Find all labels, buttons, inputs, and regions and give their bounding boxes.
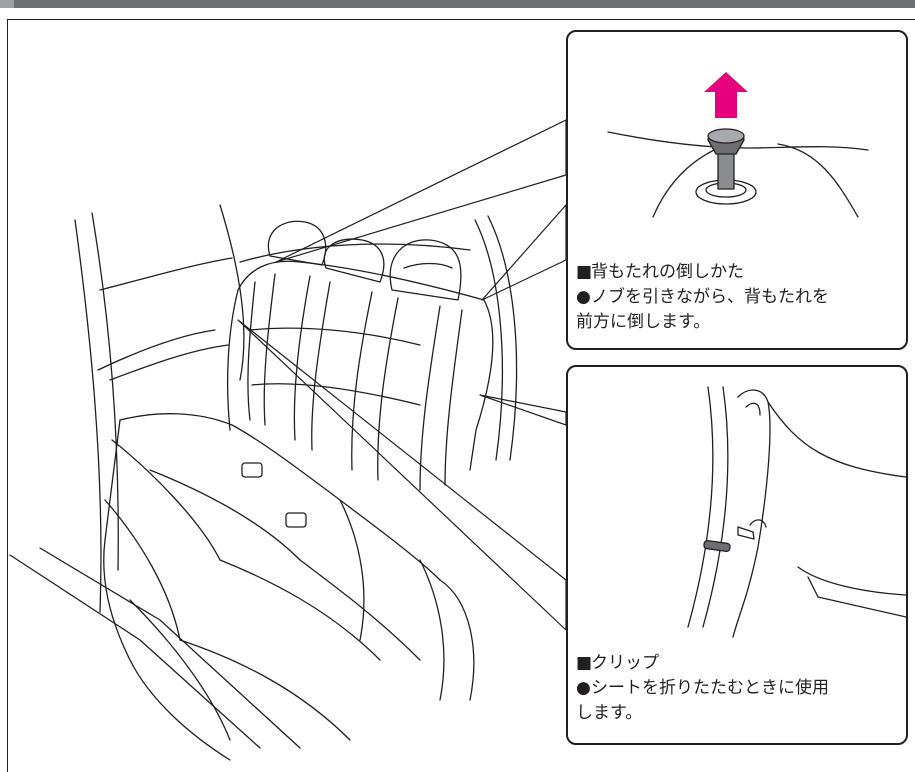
clip-bullet-text: シートを折りたたむときに使用 [591, 678, 829, 698]
recline-callout: ■背もたれの倒しかた ●ノブを引きながら、背もたれを 前方に倒します。 [566, 30, 908, 350]
headrests [267, 220, 462, 301]
square-icon: ■ [576, 653, 593, 673]
recline-bullet-cont: 前方に倒します。 [576, 312, 711, 332]
recline-bullet: ●ノブを引きながら、背もたれを [576, 285, 829, 310]
seatback-edge [687, 386, 714, 628]
seat-cushion [103, 413, 475, 761]
header-bar [0, 0, 915, 8]
clip-icon [703, 539, 731, 553]
square-icon: ■ [576, 262, 593, 282]
seatback [226, 260, 494, 491]
clip-heading: ■クリップ [576, 651, 659, 676]
window-edges [97, 243, 471, 381]
clip-bullet: ●シートを折りたたむときに使用 [576, 676, 829, 701]
illustration-frame [7, 19, 915, 772]
pull-up-arrow-icon [704, 72, 748, 118]
recline-heading-text: 背もたれの倒しかた [591, 262, 744, 282]
seatbelt-buckles [241, 462, 307, 528]
clip-bullet-cont: します。 [576, 703, 643, 723]
clip-callout: ■クリップ ●シートを折りたたむときに使用 します。 [566, 365, 908, 745]
recline-heading: ■背もたれの倒しかた [576, 260, 744, 285]
clip-heading-text: クリップ [591, 653, 659, 673]
clip-drawing [687, 386, 906, 638]
bullet-icon: ● [576, 287, 591, 307]
clip-shape [737, 526, 755, 540]
recline-knob-drawing [607, 72, 869, 218]
recline-bullet-text: ノブを引きながら、背もたれを [591, 287, 829, 307]
door-frame [9, 204, 518, 749]
header-bar-mark [0, 0, 14, 8]
bullet-icon: ● [576, 678, 591, 698]
seat-top-edge [607, 131, 869, 151]
